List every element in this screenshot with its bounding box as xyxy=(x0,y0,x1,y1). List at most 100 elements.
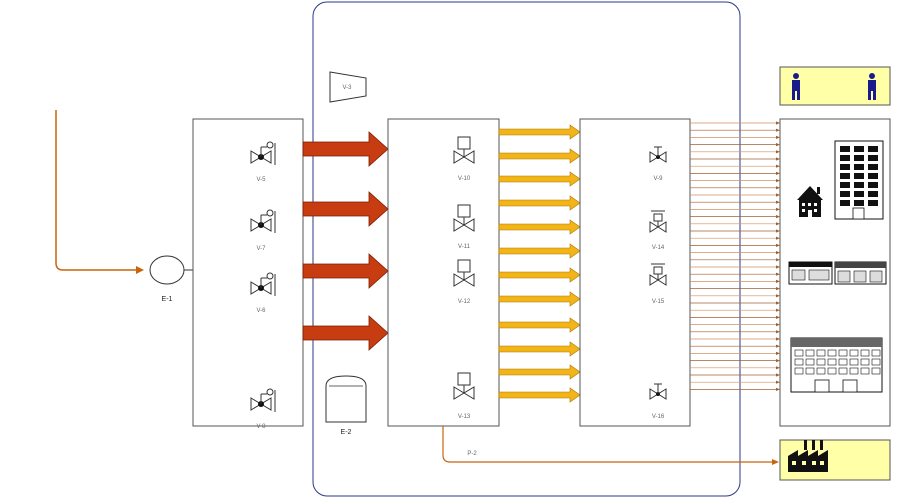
label-v13: V-13 xyxy=(458,414,471,420)
distribution-arrowhead xyxy=(776,323,780,327)
distribution-lines xyxy=(690,121,780,391)
distribution-arrowhead xyxy=(776,121,780,125)
office-window xyxy=(840,164,850,170)
distribution-arrowhead xyxy=(776,337,780,341)
distribution-arrowhead xyxy=(776,301,780,305)
distribution-arrowhead xyxy=(776,222,780,226)
office-window xyxy=(840,191,850,197)
distribution-arrowhead xyxy=(776,135,780,139)
label-v14: V-14 xyxy=(652,245,665,251)
office-window xyxy=(840,173,850,179)
distribution-arrowhead xyxy=(776,171,780,175)
apartment-window xyxy=(838,358,848,366)
shop-icon xyxy=(788,261,833,285)
label-v16: V-16 xyxy=(652,414,665,420)
apartment-window xyxy=(871,358,881,366)
small-flow-arrow xyxy=(498,148,581,164)
distribution-arrowhead xyxy=(776,186,780,190)
apartment-window xyxy=(860,358,870,366)
distribution-arrowhead xyxy=(776,287,780,291)
label-v7: V-7 xyxy=(256,246,266,252)
small-flow-arrow xyxy=(498,124,581,140)
house-icon xyxy=(797,186,823,217)
small-flow-arrow xyxy=(498,387,581,403)
small-flow-arrows xyxy=(498,124,581,403)
office-window xyxy=(868,200,878,206)
label-e2: E-2 xyxy=(341,429,352,436)
office-window xyxy=(868,164,878,170)
label-v12: V-12 xyxy=(458,299,471,305)
equipment-e1[interactable] xyxy=(149,255,185,285)
office-window xyxy=(854,200,864,206)
distribution-arrowhead xyxy=(776,193,780,197)
manifold-box-1[interactable] xyxy=(192,118,304,427)
distribution-arrowhead xyxy=(776,279,780,283)
small-flow-arrow xyxy=(498,291,581,307)
distribution-arrowhead xyxy=(776,366,780,370)
valve-box-3[interactable] xyxy=(579,118,691,427)
label-v11: V-11 xyxy=(458,244,471,250)
valve-box-2[interactable] xyxy=(387,118,500,427)
apartment-window xyxy=(827,349,837,357)
office-window xyxy=(854,146,864,152)
factory-icon xyxy=(788,440,828,472)
distribution-arrowhead xyxy=(776,359,780,363)
distribution-arrowhead xyxy=(776,143,780,147)
label-v5: V-5 xyxy=(256,177,266,183)
equipment-e2[interactable] xyxy=(325,375,367,423)
inlet-pipe xyxy=(55,110,136,271)
distribution-arrowhead xyxy=(776,157,780,161)
big-flow-arrow xyxy=(302,253,389,289)
distribution-arrowhead xyxy=(776,251,780,255)
big-flow-arrow xyxy=(302,191,389,227)
distribution-arrowhead xyxy=(776,373,780,377)
small-flow-arrow xyxy=(498,219,581,235)
label-p2: P-2 xyxy=(467,451,477,457)
small-flow-arrow xyxy=(498,364,581,380)
apartment-window xyxy=(816,358,826,366)
office-window xyxy=(854,191,864,197)
apartment-window xyxy=(871,349,881,357)
shop-icon xyxy=(834,261,887,285)
office-building-icon xyxy=(834,140,884,220)
distribution-arrowhead xyxy=(776,344,780,348)
big-flow-arrows xyxy=(302,131,389,351)
office-window xyxy=(840,182,850,188)
big-flow-arrow xyxy=(302,131,389,167)
distribution-arrowhead xyxy=(776,229,780,233)
small-flow-arrow xyxy=(498,171,581,187)
distribution-arrowhead xyxy=(776,179,780,183)
office-window xyxy=(868,173,878,179)
apartment-window xyxy=(816,367,826,375)
apartment-window xyxy=(849,349,859,357)
distribution-arrowhead xyxy=(776,294,780,298)
apartment-window xyxy=(838,367,848,375)
apartment-window xyxy=(849,367,859,375)
equipment-v3[interactable] xyxy=(329,71,367,103)
pipe-p2-arrowhead xyxy=(772,459,779,465)
small-flow-arrow xyxy=(498,317,581,333)
apartment-window xyxy=(860,349,870,357)
apartment-window xyxy=(794,358,804,366)
distribution-arrowhead xyxy=(776,128,780,132)
small-flow-arrow xyxy=(498,267,581,283)
label-v6: V-6 xyxy=(256,308,266,314)
pipe-p2 xyxy=(442,426,772,463)
distribution-arrowhead xyxy=(776,265,780,269)
small-flow-arrow xyxy=(498,195,581,211)
distribution-arrowhead xyxy=(776,150,780,154)
central-enclosure xyxy=(312,1,741,497)
office-window xyxy=(868,182,878,188)
distribution-arrowhead xyxy=(776,200,780,204)
office-window xyxy=(840,146,850,152)
apartment-window xyxy=(860,367,870,375)
small-flow-arrow xyxy=(498,341,581,357)
apartment-window xyxy=(816,349,826,357)
office-window xyxy=(854,182,864,188)
distribution-arrowhead xyxy=(776,215,780,219)
big-flow-arrow xyxy=(302,315,389,351)
distribution-arrowhead xyxy=(776,351,780,355)
office-window xyxy=(854,155,864,161)
apartment-building-icon xyxy=(790,337,883,393)
